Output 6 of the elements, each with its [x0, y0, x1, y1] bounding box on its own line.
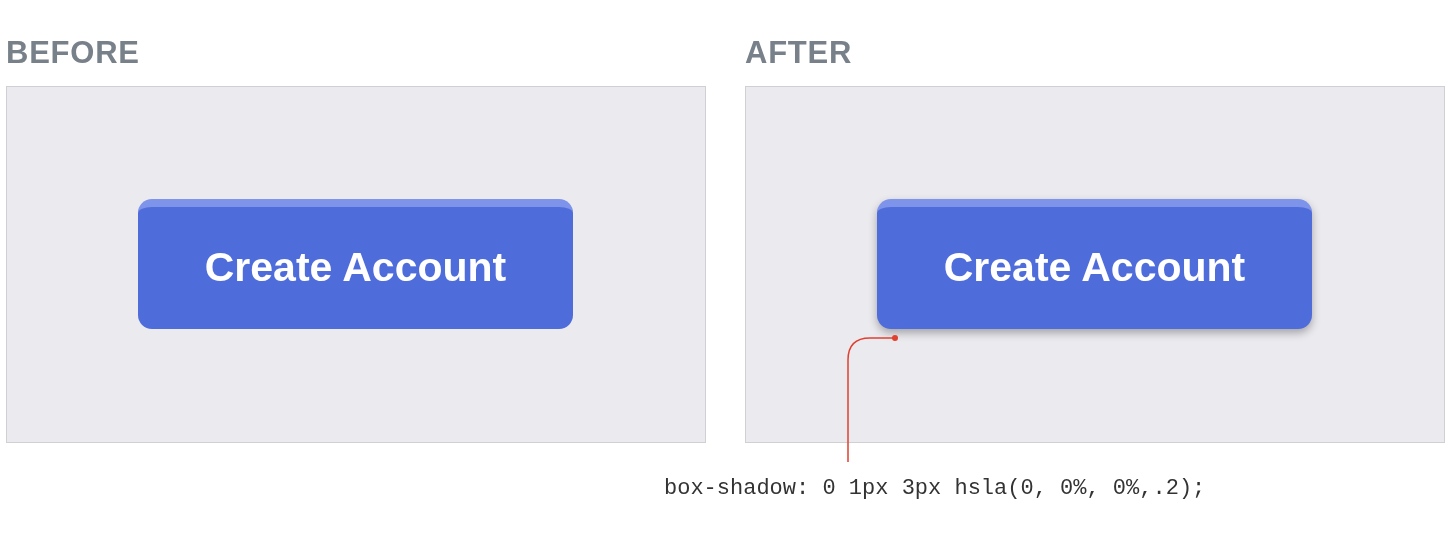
button: Create Account	[138, 199, 573, 329]
code-snippet: box-shadow: 0 1px 3px hsla(0, 0%, 0%,.2);	[664, 472, 1206, 505]
leader-line	[847, 335, 898, 463]
button: Create Account	[877, 199, 1312, 329]
panel-heading: BEFORE	[6, 34, 140, 72]
panel-heading: AFTER	[745, 34, 853, 72]
